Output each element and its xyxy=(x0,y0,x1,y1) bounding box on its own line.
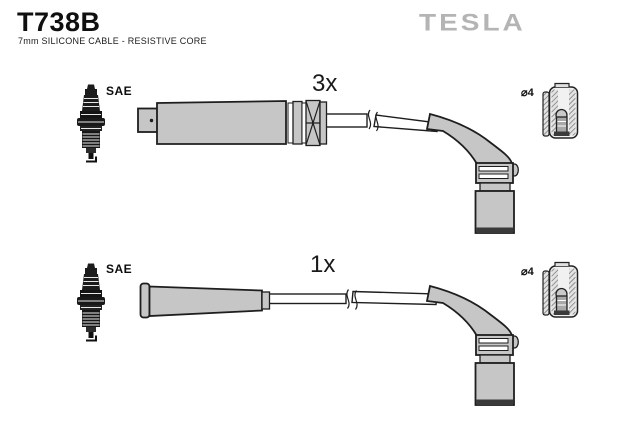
break-mark-icon xyxy=(346,289,358,310)
product-subtitle: 7mm SILICONE CABLE - RESISTIVE CORE xyxy=(18,36,207,46)
elbow-boot xyxy=(426,113,520,234)
quantity-label-row2: 1x xyxy=(310,251,336,278)
tapered-boot xyxy=(139,282,271,319)
terminal-diameter-label-row1: ⌀4 xyxy=(521,87,534,99)
plug-standard-label-row1: SAE xyxy=(106,84,133,98)
terminal-diameter-label-row2: ⌀4 xyxy=(521,266,534,278)
part-number: T738B xyxy=(17,7,101,37)
brand-logo: TESLA xyxy=(419,9,526,36)
spark-plug-icon xyxy=(76,262,106,342)
terminal-connector-icon xyxy=(542,261,579,318)
ignition-wire xyxy=(268,289,438,310)
terminal-connector-icon xyxy=(542,82,579,139)
ignition-wire xyxy=(325,109,439,133)
plug-standard-label-row2: SAE xyxy=(106,262,133,276)
elbow-boot xyxy=(426,285,520,406)
straight-boot xyxy=(137,99,328,147)
cable-row-2 xyxy=(76,261,579,406)
spark-plug-icon xyxy=(76,83,106,163)
quantity-label-row1: 3x xyxy=(312,70,338,97)
break-mark-icon xyxy=(367,109,379,132)
cable-row-1 xyxy=(76,82,579,234)
